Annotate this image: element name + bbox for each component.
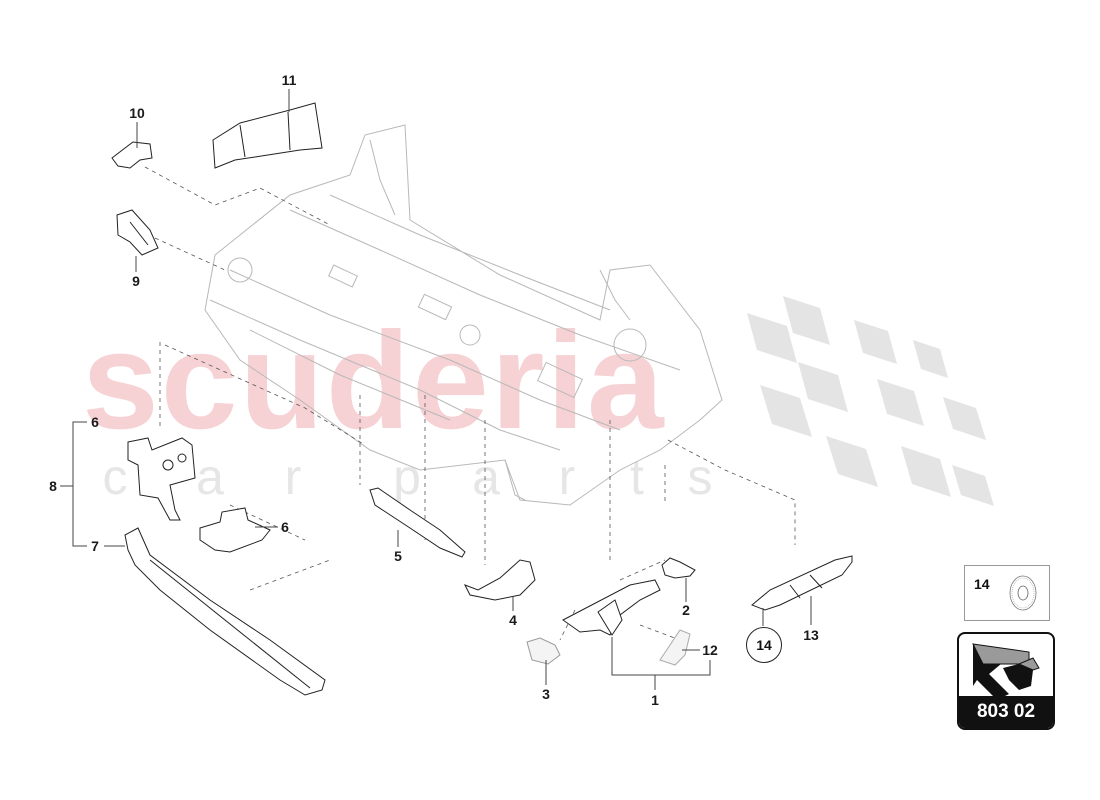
part-6-lower [199,507,271,553]
part-7 [124,527,326,696]
part-5 [369,487,466,558]
legend-item-14[interactable]: 14 [964,565,1050,621]
callout-10[interactable]: 10 [129,105,145,121]
watermark-letter: r [284,449,302,505]
callout-2[interactable]: 2 [682,602,690,618]
part-2 [661,557,696,579]
watermark-letter: s [687,449,713,505]
part-12 [659,629,691,666]
callout-6-lower[interactable]: 6 [281,519,289,535]
part-4 [463,559,536,601]
callout-9[interactable]: 9 [132,273,140,289]
watermark-letter: c [102,449,128,505]
callout-5[interactable]: 5 [394,548,402,564]
callout-13[interactable]: 13 [803,627,819,643]
watermark-letter: a [196,449,224,505]
watermark-letter: r [558,449,576,505]
legend-item-number: 14 [974,576,990,592]
watermark-letter: t [630,449,644,505]
part-1 [562,579,661,636]
part-9 [116,209,159,256]
watermark-letter: p [393,449,421,505]
arrow-pointer-icon [972,643,1040,696]
callout-4[interactable]: 4 [509,612,517,628]
watermark-scuderia: scuderia [82,304,666,458]
section-code: 803 02 [959,696,1053,728]
callout-7[interactable]: 7 [91,538,99,554]
part-10 [111,141,153,169]
callout-14-circle[interactable]: 14 [746,627,782,663]
part-11 [212,102,323,169]
part-13 [751,555,853,611]
callout-1[interactable]: 1 [651,692,659,708]
washer-icon [1009,575,1037,611]
watermark-letter: a [472,449,500,505]
section-badge: 803 02 [957,632,1055,730]
callout-14-label: 14 [756,637,772,653]
callout-6-upper[interactable]: 6 [91,414,99,430]
callout-12[interactable]: 12 [702,642,718,658]
underbody-assembly [204,124,723,506]
part-3 [526,637,561,665]
callout-11[interactable]: 11 [281,72,297,88]
part-6-upper [127,437,196,521]
callout-3[interactable]: 3 [542,686,550,702]
callout-8[interactable]: 8 [49,478,57,494]
checker-flag-icon [747,296,994,506]
